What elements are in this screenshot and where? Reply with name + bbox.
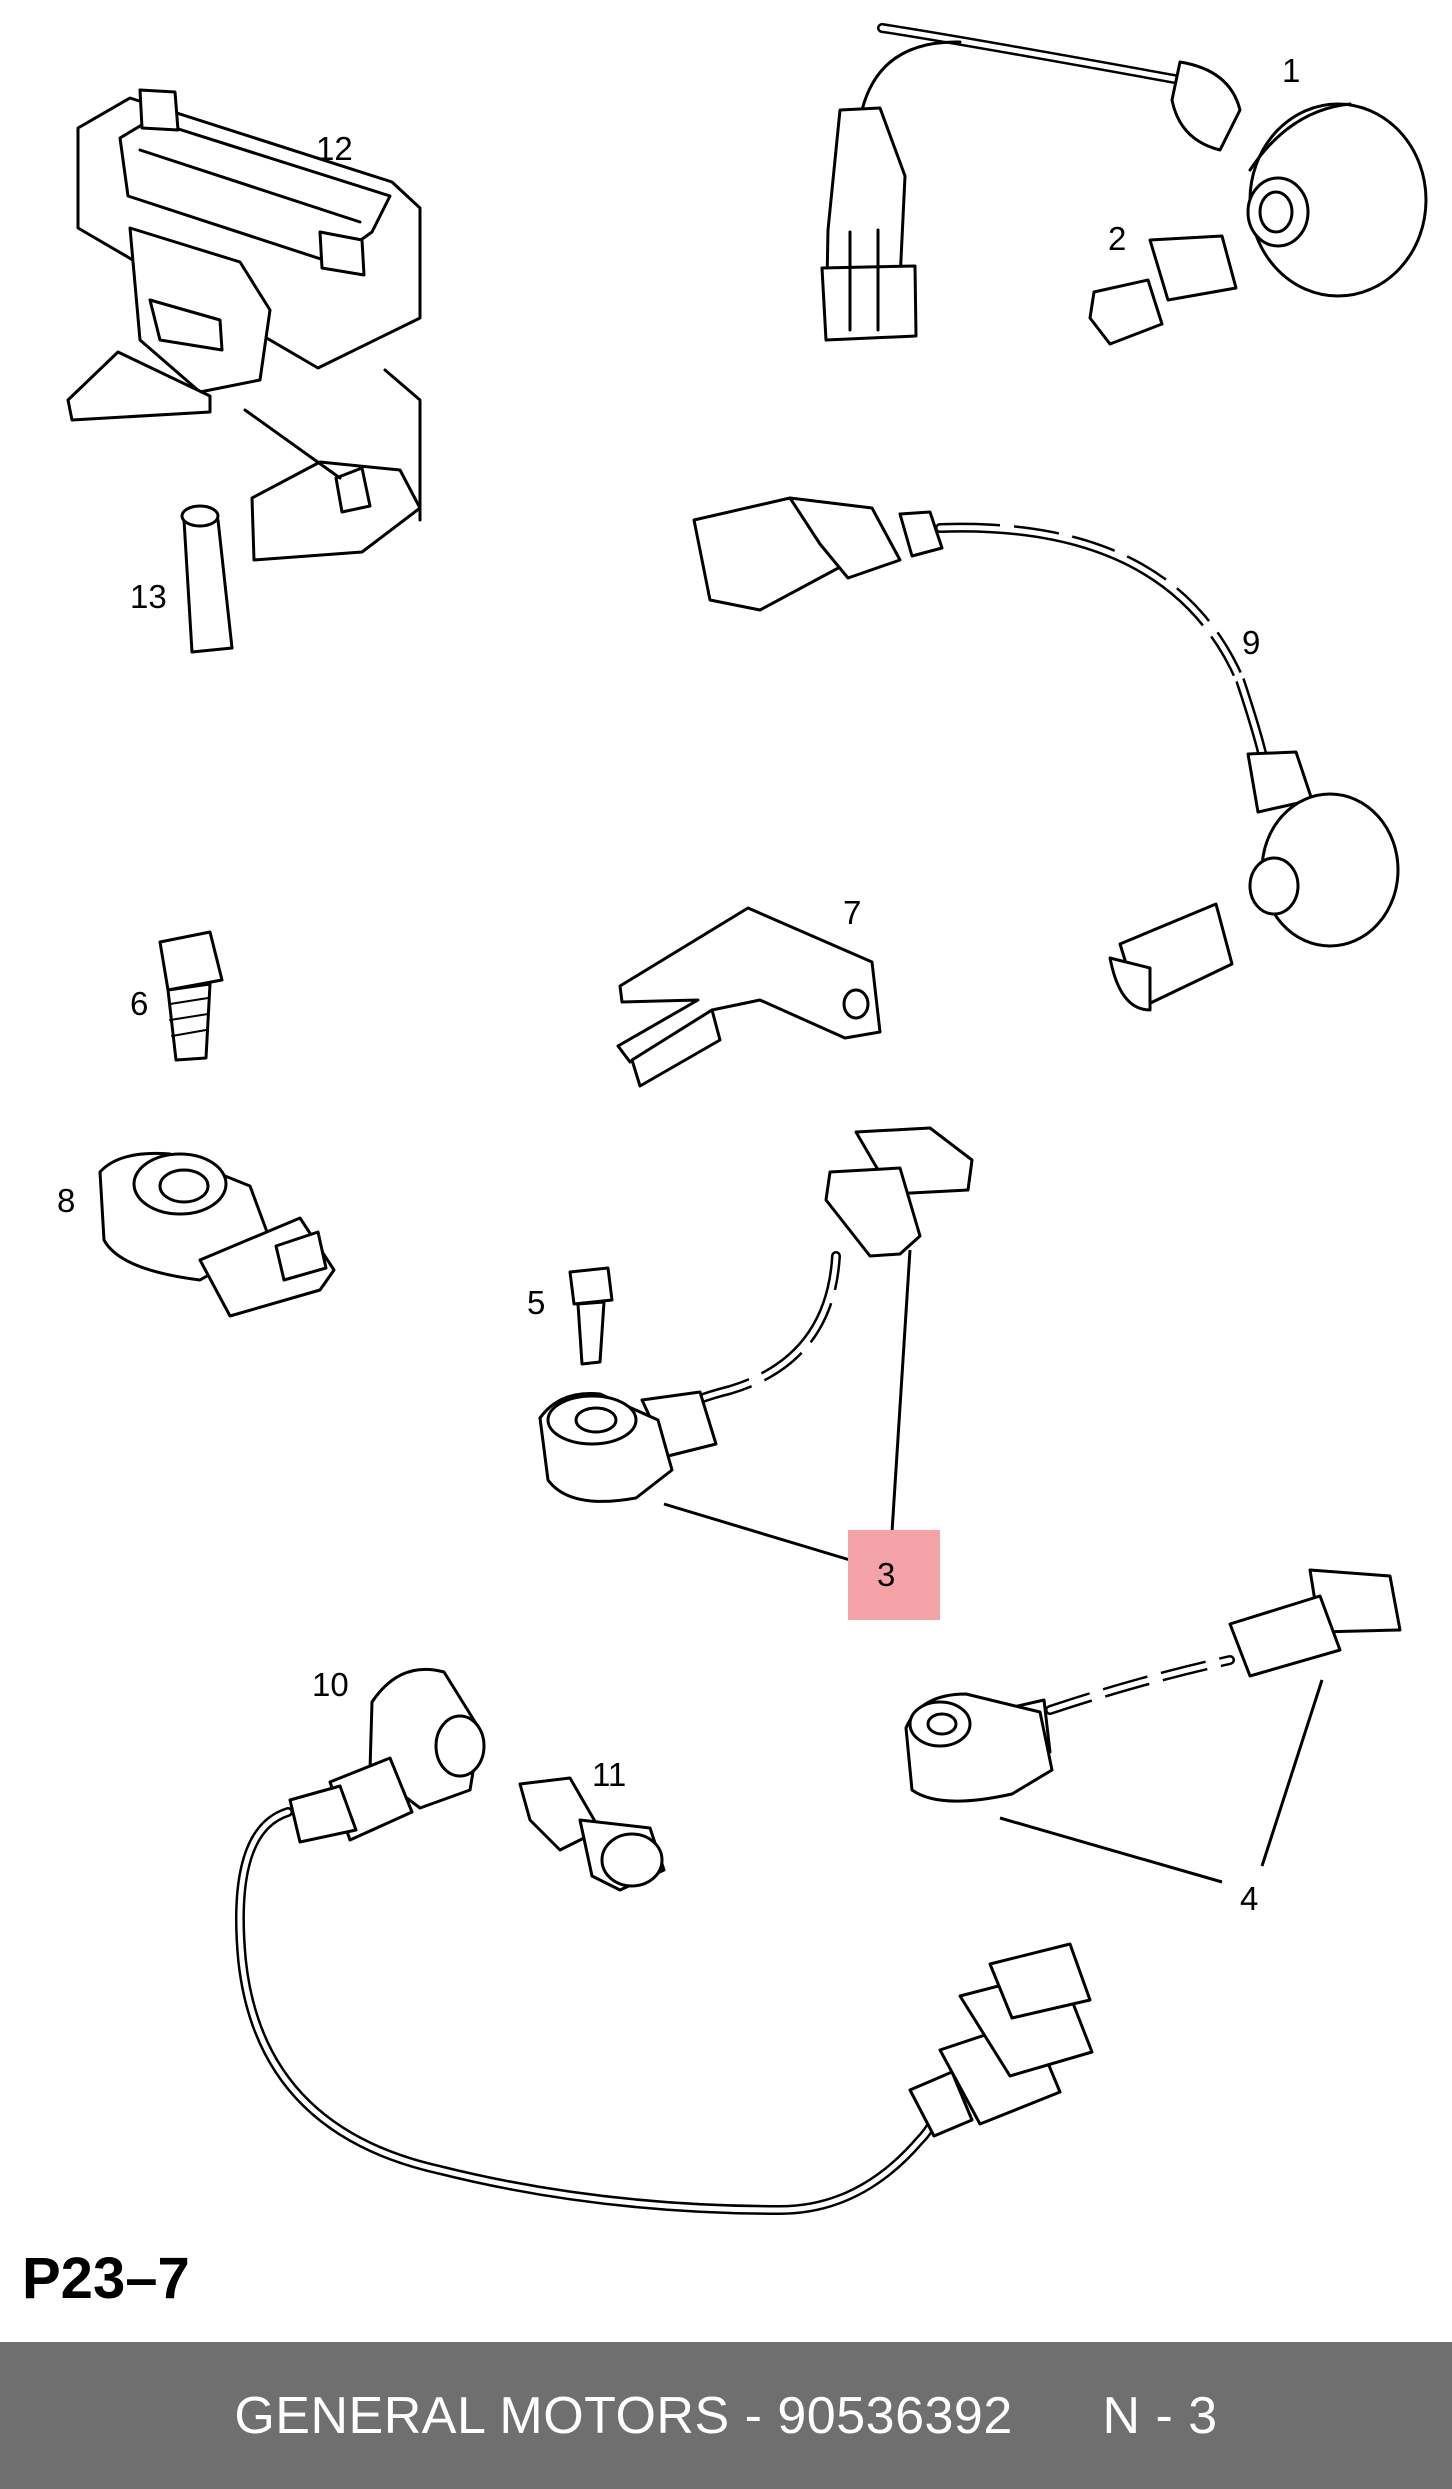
callout-6: 6 (130, 985, 148, 1022)
part-7-bracket (616, 906, 882, 1088)
part-2-bolt (1088, 234, 1238, 346)
part-4-knock-sensor (904, 1568, 1402, 1884)
part-12-module (66, 88, 422, 562)
part-6-bolt (158, 930, 224, 1062)
part-10-knock-sensor (235, 1667, 1094, 2216)
footer-bar: GENERAL MOTORS - 90536392 N - 3 (0, 2342, 1452, 2489)
callout-8: 8 (57, 1182, 75, 1219)
part-13-hose (180, 504, 234, 654)
footer-brand: GENERAL MOTORS (234, 2386, 730, 2445)
part-1-knock-sensor (820, 23, 1428, 342)
part-8-knock-sensor (98, 1151, 336, 1318)
callout-10: 10 (312, 1666, 349, 1703)
callout-4: 4 (1240, 1880, 1258, 1917)
footer-gap (1013, 2387, 1103, 2445)
callout-3: 3 (877, 1556, 895, 1593)
part-5-bolt (568, 1266, 614, 1366)
callout-7: 7 (843, 894, 861, 931)
footer-caption: GENERAL MOTORS - 90536392 N - 3 (234, 2386, 1217, 2446)
callout-2: 2 (1108, 220, 1126, 257)
callout-1: 1 (1282, 52, 1300, 89)
part-9-knock-sensor (692, 496, 1400, 1012)
footer-separator: - (729, 2386, 778, 2445)
part-11-flange-bolt (518, 1776, 666, 1892)
callout-13: 13 (130, 578, 167, 615)
parts-diagram: 1 2 3 4 5 6 7 8 9 10 11 12 13 (57, 23, 1428, 2216)
callout-5: 5 (527, 1284, 545, 1321)
footer-position: N - 3 (1102, 2386, 1218, 2445)
part-3-knock-sensor (538, 1126, 974, 1562)
callout-9: 9 (1242, 624, 1260, 661)
diagram-reference: P23–7 (22, 2246, 190, 2311)
callout-11: 11 (592, 1756, 626, 1793)
footer-part-number: 90536392 (777, 2386, 1013, 2445)
callout-12: 12 (316, 130, 353, 167)
callout-3-highlight (848, 1530, 940, 1620)
